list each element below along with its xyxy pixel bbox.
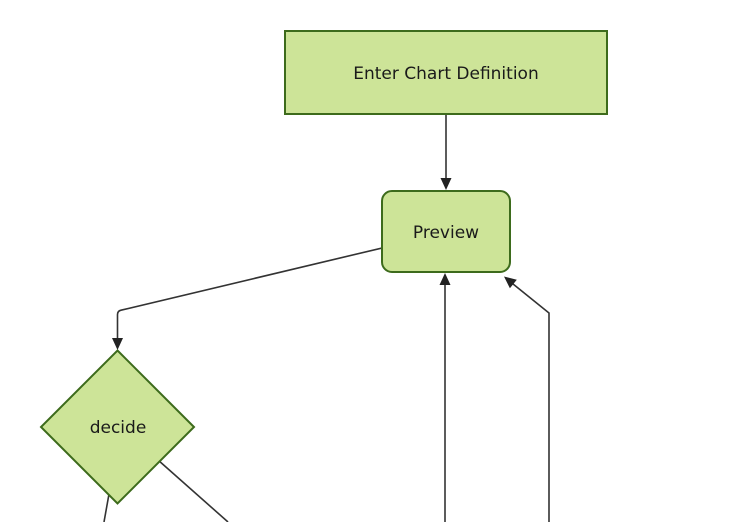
edge-decide-to-bottom-right bbox=[157, 459, 229, 522]
edge-line-decide-bottom-left bbox=[103, 493, 110, 522]
edge-line-preview-to-decide bbox=[116, 247, 383, 339]
decide-label: decide bbox=[90, 418, 147, 438]
node-enter-chart-definition: Enter Chart Definition bbox=[284, 30, 608, 115]
node-preview: Preview bbox=[381, 190, 511, 273]
edge-definition-to-preview bbox=[440, 114, 452, 190]
preview-box bbox=[381, 190, 511, 273]
arrowhead-into-decide-top bbox=[112, 338, 123, 350]
arrowhead-into-preview-bottom bbox=[439, 273, 451, 285]
edge-line-bottom-right-to-preview bbox=[510, 282, 550, 522]
enter-chart-definition-label: Enter Chart Definition bbox=[353, 64, 538, 84]
arrowhead-into-preview-top bbox=[440, 178, 452, 190]
edge-decide-to-bottom-left bbox=[103, 493, 110, 522]
edge-line-decide-bottom-right bbox=[157, 459, 229, 522]
edge-bottom-center-to-preview bbox=[439, 273, 451, 522]
node-decide: decide bbox=[39, 349, 196, 505]
edge-preview-to-decide bbox=[112, 247, 383, 350]
decide-diamond bbox=[39, 349, 196, 505]
enter-chart-definition-box bbox=[284, 30, 608, 115]
preview-label: Preview bbox=[413, 223, 479, 243]
arrowhead-into-preview-corner bbox=[504, 276, 517, 289]
edge-bottom-right-to-preview bbox=[504, 276, 550, 522]
